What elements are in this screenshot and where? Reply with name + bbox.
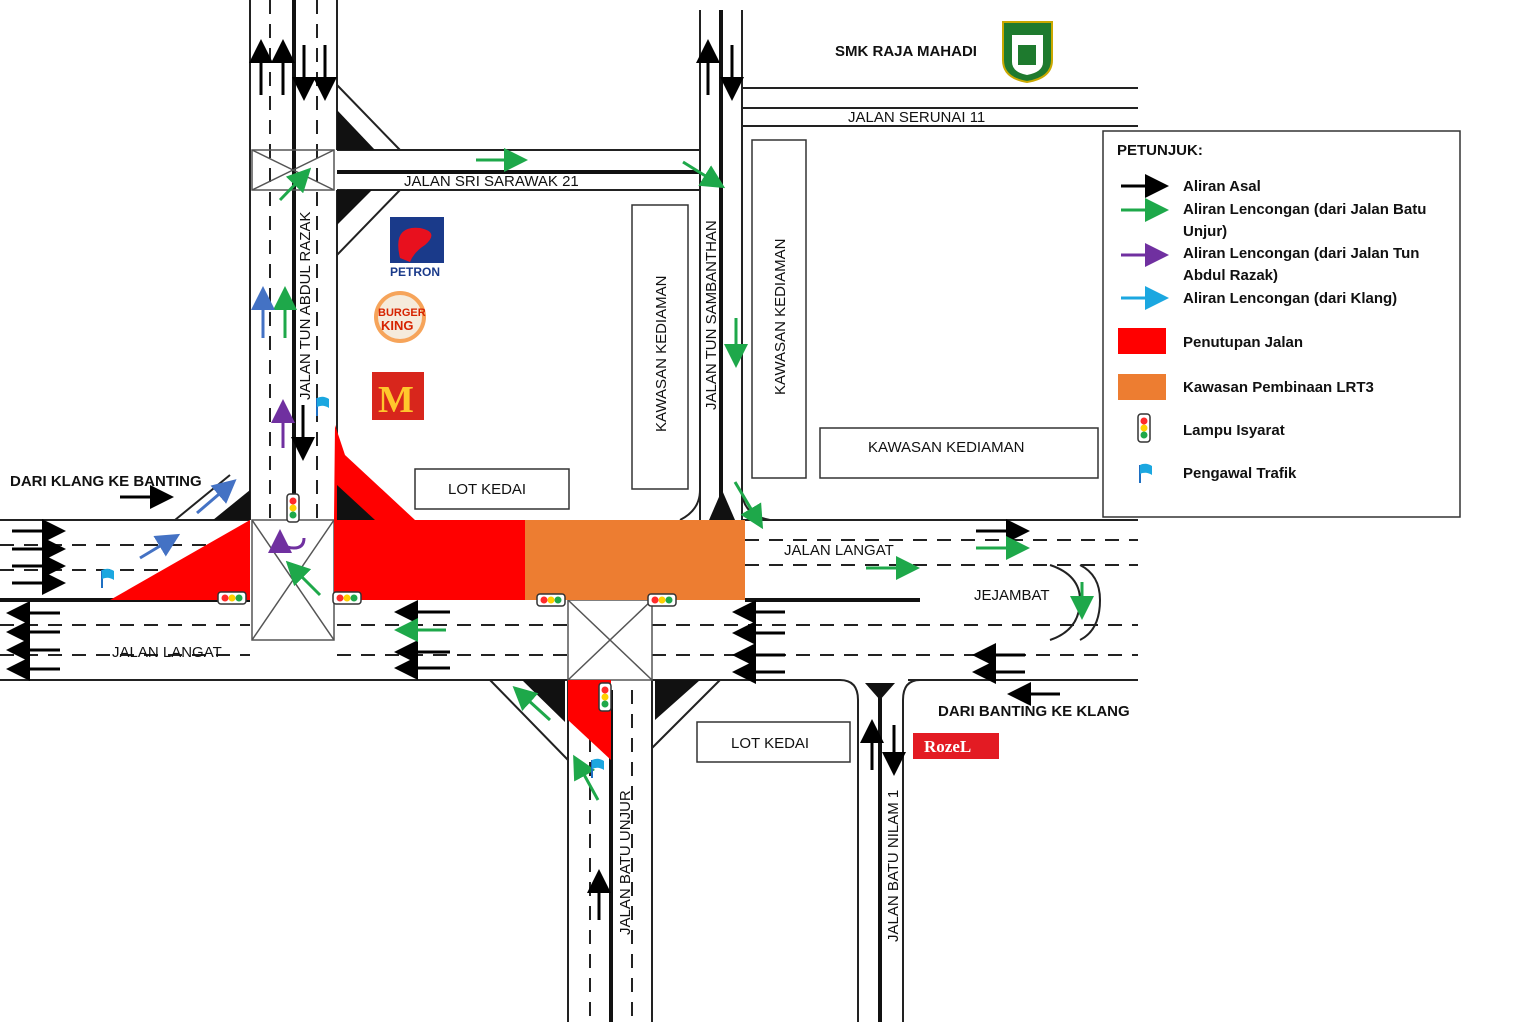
diversion-arrows-tun-abdul-razak: [268, 399, 306, 554]
burger-king-logo-text-2: KING: [381, 318, 414, 333]
area-label-jejambat: JEJAMBAT: [974, 587, 1050, 604]
legend-label: Lampu Isyarat: [1183, 422, 1285, 439]
petron-logo: PETRON: [390, 217, 444, 279]
legend-label-cont: Abdul Razak): [1183, 267, 1278, 284]
area-label-kediaman-2: KAWASAN KEDIAMAN: [772, 239, 789, 395]
road-label-langat-east: JALAN LANGAT: [784, 542, 894, 559]
legend-label: Aliran Lencongan (dari Klang): [1183, 290, 1397, 307]
area-label-kediaman-1: KAWASAN KEDIAMAN: [653, 276, 670, 432]
school-name: SMK RAJA MAHADI: [835, 43, 977, 60]
diversion-arrows-batu-unjur: [273, 148, 1094, 801]
mcdonalds-logo-text: M: [378, 379, 414, 421]
area-label-lot-kedai-2: LOT KEDAI: [731, 735, 809, 752]
road-label-batu-unjur: JALAN BATU UNJUR: [617, 790, 634, 935]
school-crest-icon: [1002, 21, 1053, 84]
road-label-serunai: JALAN SERUNAI 11: [848, 109, 985, 126]
legend-item-diversion-tun-abdul-razak: Aliran Lencongan (dari Jalan Tun Abdul R…: [1121, 243, 1419, 284]
legend-label: Aliran Lencongan (dari Jalan Batu: [1183, 201, 1426, 218]
legend-item-lrt3-area: Kawasan Pembinaan LRT3: [1118, 374, 1374, 400]
road-label-sri-sarawak: JALAN SRI SARAWAK 21: [404, 173, 579, 190]
legend-item-diversion-klang: Aliran Lencongan (dari Klang): [1121, 286, 1397, 310]
lrt3-construction-area: [525, 520, 745, 600]
road-label-langat-west: JALAN LANGAT: [112, 644, 222, 661]
burger-king-logo: BURGER KING: [374, 291, 426, 343]
rozel-logo-text: RozeL: [924, 737, 971, 756]
legend-label-cont: Unjur): [1183, 223, 1227, 240]
area-label-lot-kedai-1: LOT KEDAI: [448, 481, 526, 498]
area-boxes: [414, 139, 1099, 763]
legend-label: Aliran Lencongan (dari Jalan Tun: [1183, 245, 1419, 262]
direction-klang-to-banting: DARI KLANG KE BANTING: [10, 473, 202, 490]
rozel-logo: RozeL: [913, 733, 999, 759]
legend-item-road-closure: Penutupan Jalan: [1118, 328, 1303, 354]
road-label-tun-sambanthan: JALAN TUN SAMBANTHAN: [703, 220, 720, 410]
original-flow-arrows: [6, 39, 1060, 920]
legend-label: Aliran Asal: [1183, 178, 1261, 195]
legend-item-original-flow: Aliran Asal: [1121, 174, 1261, 198]
legend-title: PETUNJUK:: [1117, 142, 1203, 159]
legend-label: Penutupan Jalan: [1183, 334, 1303, 351]
direction-banting-to-klang: DARI BANTING KE KLANG: [938, 703, 1130, 720]
road-label-batu-nilam: JALAN BATU NILAM 1: [885, 790, 902, 942]
burger-king-logo-text-1: BURGER: [378, 307, 426, 319]
area-label-kediaman-3: KAWASAN KEDIAMAN: [868, 439, 1024, 456]
legend: PETUNJUK: Aliran Asal Aliran Lencongan (…: [1102, 130, 1461, 518]
road-network: [0, 0, 1138, 1022]
jejambat-loop: [1049, 564, 1102, 641]
legend-item-traffic-warden: Pengawal Trafik: [1139, 462, 1297, 484]
mcdonalds-logo: M: [372, 372, 424, 421]
legend-label: Pengawal Trafik: [1183, 465, 1297, 482]
diversion-arrows-klang: [139, 286, 275, 560]
legend-label: Kawasan Pembinaan LRT3: [1183, 379, 1374, 396]
legend-item-diversion-batu-unjur: Aliran Lencongan (dari Jalan Batu Unjur): [1121, 198, 1426, 240]
legend-item-traffic-light: Lampu Isyarat: [1137, 413, 1285, 443]
road-label-tun-abdul-razak: JALAN TUN ABDUL RAZAK: [297, 212, 314, 400]
petron-logo-text: PETRON: [390, 265, 440, 279]
